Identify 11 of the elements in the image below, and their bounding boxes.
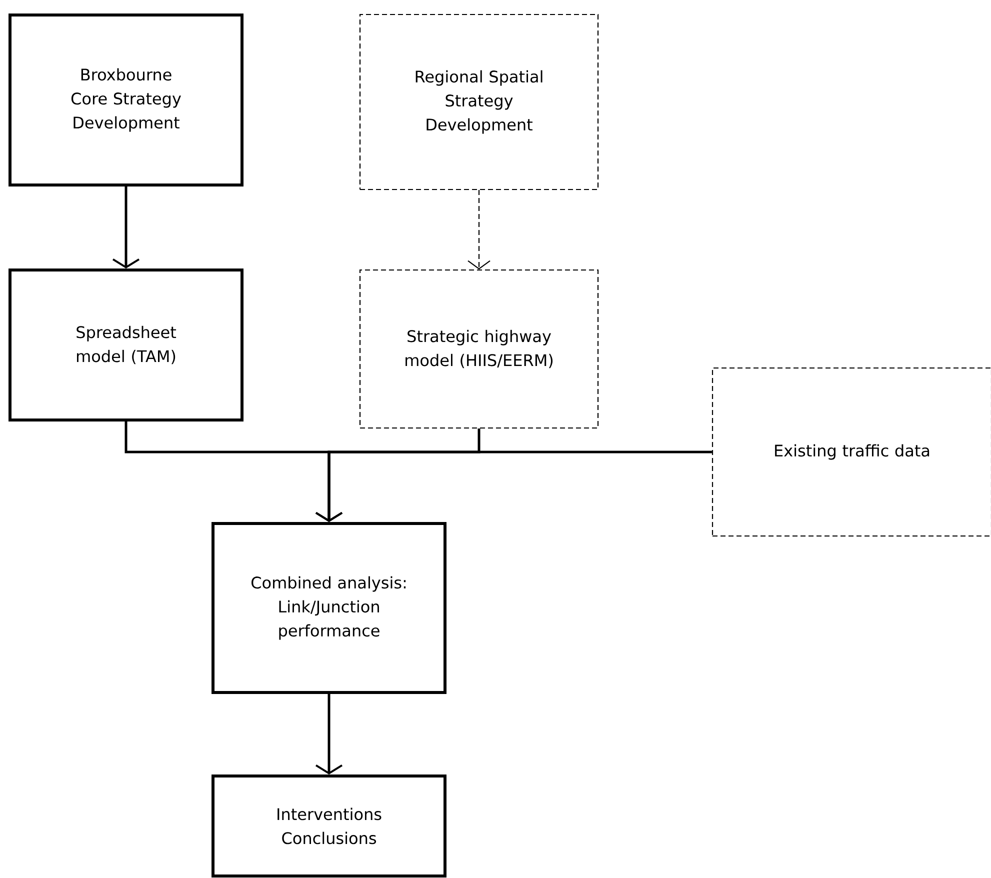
arrow bbox=[315, 694, 343, 774]
process-box: Spreadsheet model (TAM) bbox=[8, 268, 244, 422]
arrow bbox=[112, 186, 140, 268]
arrow bbox=[468, 190, 490, 270]
process-box: Combined analysis: Link/Junction performance bbox=[212, 522, 446, 694]
process-box: Strategic highway model (HIIS/EERM) bbox=[359, 269, 599, 429]
process-box: Broxbourne Core Strategy Development bbox=[8, 14, 244, 186]
input-box: Existing traffic data bbox=[712, 367, 991, 537]
process-box: Interventions Conclusions bbox=[212, 774, 446, 878]
process-box: Regional Spatial Strategy Development bbox=[359, 14, 599, 190]
arrow bbox=[315, 450, 712, 522]
